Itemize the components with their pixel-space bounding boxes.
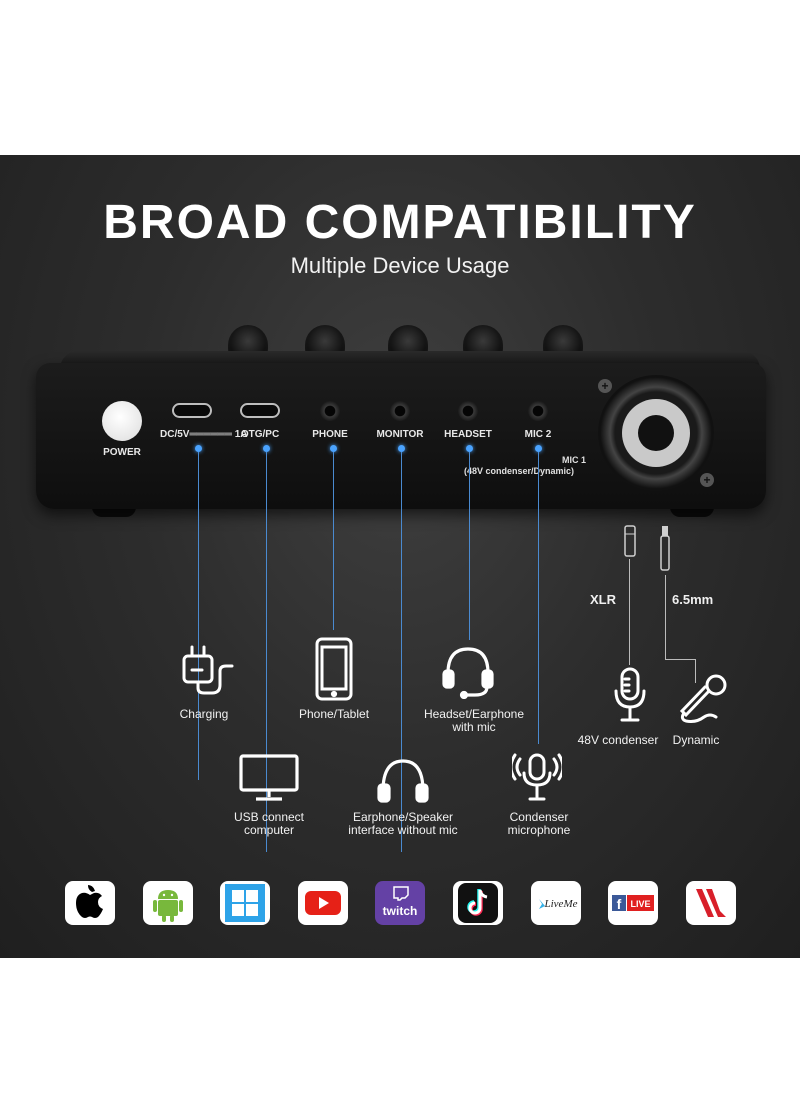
subheadline: Multiple Device Usage [290,253,510,278]
power-button [102,401,142,441]
headset-caption-line2: with mic [452,720,496,734]
liveme-wordmark: LiveMe [544,898,578,910]
headset-port-label: HEADSET [444,429,492,440]
jack-port [390,401,410,421]
connector-dot [195,445,202,452]
hero-panel: BROAD COMPATIBILITY Multiple Device Usag… [0,155,800,958]
condenser-microphone-icon [509,753,565,810]
usb-caption-line1: USB connect [233,810,305,824]
headphones-icon [376,757,430,808]
connector-line [333,452,334,630]
earphone-caption: Earphone/Speaker interface without mic [340,811,466,837]
twitch-icon: twitch [375,881,425,925]
android-icon [143,881,193,925]
phone-port-label: PHONE [312,429,348,440]
connector-line [538,452,539,744]
cable [665,575,666,659]
condenser-48v-caption: 48V condenser [577,733,659,747]
earphone-caption-line2: interface without mic [348,823,458,837]
dynamic-mic-icon [676,673,732,728]
condenser-mic-caption: Condenser microphone [496,811,582,837]
liveme-icon: LiveMe [531,881,581,925]
condenser-mic-caption-line1: Condenser [509,810,569,824]
connector-line [401,452,402,852]
fb-live-text: LIVE [630,899,650,909]
headset-caption-line1: Headset/Earphone [423,707,525,721]
earphone-caption-line1: Earphone/Speaker [352,810,454,824]
connector-line [198,452,199,780]
facebook-live-icon: f LIVE [608,881,658,925]
usb-c-port [240,403,280,418]
app-logo-icon [686,881,736,925]
jack-plug-icon [659,525,671,580]
headset-caption: Headset/Earphone with mic [414,708,534,734]
connector-line [469,452,470,640]
headset-icon [440,643,496,704]
mixer-device: POWER DC/5V══════ 1A OTG/PC PHONE MONITO… [36,363,766,509]
mic2-port-label: MIC 2 [524,429,552,440]
jack-port [528,401,548,421]
dc-label: DC/5V══════ 1A [160,429,248,440]
device-foot [670,507,714,517]
connector-dot [330,445,337,452]
condenser-mic-caption-line2: microphone [507,823,571,837]
monitor-icon [238,753,300,808]
connector-dot [398,445,405,452]
otg-label: OTG/PC [240,429,280,440]
mic1-label-line1: MIC 1 [562,455,587,465]
mic1-label: MIC 1 (48V condenser/Dynamic) [464,455,586,477]
twitch-wordmark: twitch [383,904,418,918]
screw: + [700,473,714,487]
phone-tablet-caption: Phone/Tablet [298,707,370,721]
screw: + [598,379,612,393]
cable [665,659,695,660]
apple-icon [65,881,115,925]
headline: BROAD COMPATIBILITY [103,196,697,249]
usb-caption-line2: computer [243,823,295,837]
xlr-combo-port [598,375,714,491]
monitor-port-label: MONITOR [376,429,424,440]
cable [695,659,696,683]
cable [629,559,630,665]
xlr-plug-icon [622,525,638,564]
mic1-label-line2: (48V condenser/Dynamic) [464,466,575,476]
jack-size-label: 6.5mm [672,592,714,607]
charger-icon [180,645,238,700]
tiktok-icon [453,881,503,925]
charging-caption: Charging [179,707,229,721]
phone-icon [314,637,354,706]
usb-caption: USB connect computer [222,811,316,837]
connector-line [266,452,267,852]
xlr-label: XLR [590,592,616,607]
windows-icon [220,881,270,925]
connector-dot [466,445,473,452]
jack-port [320,401,340,421]
youtube-icon [298,881,348,925]
usb-c-port [172,403,212,418]
connector-dot [263,445,270,452]
dynamic-caption: Dynamic [672,733,720,747]
condenser-mic-icon [610,667,650,728]
jack-port [458,401,478,421]
device-foot [92,507,136,517]
connector-dot [535,445,542,452]
power-label: POWER [103,447,141,458]
svg-text:f: f [617,896,622,912]
